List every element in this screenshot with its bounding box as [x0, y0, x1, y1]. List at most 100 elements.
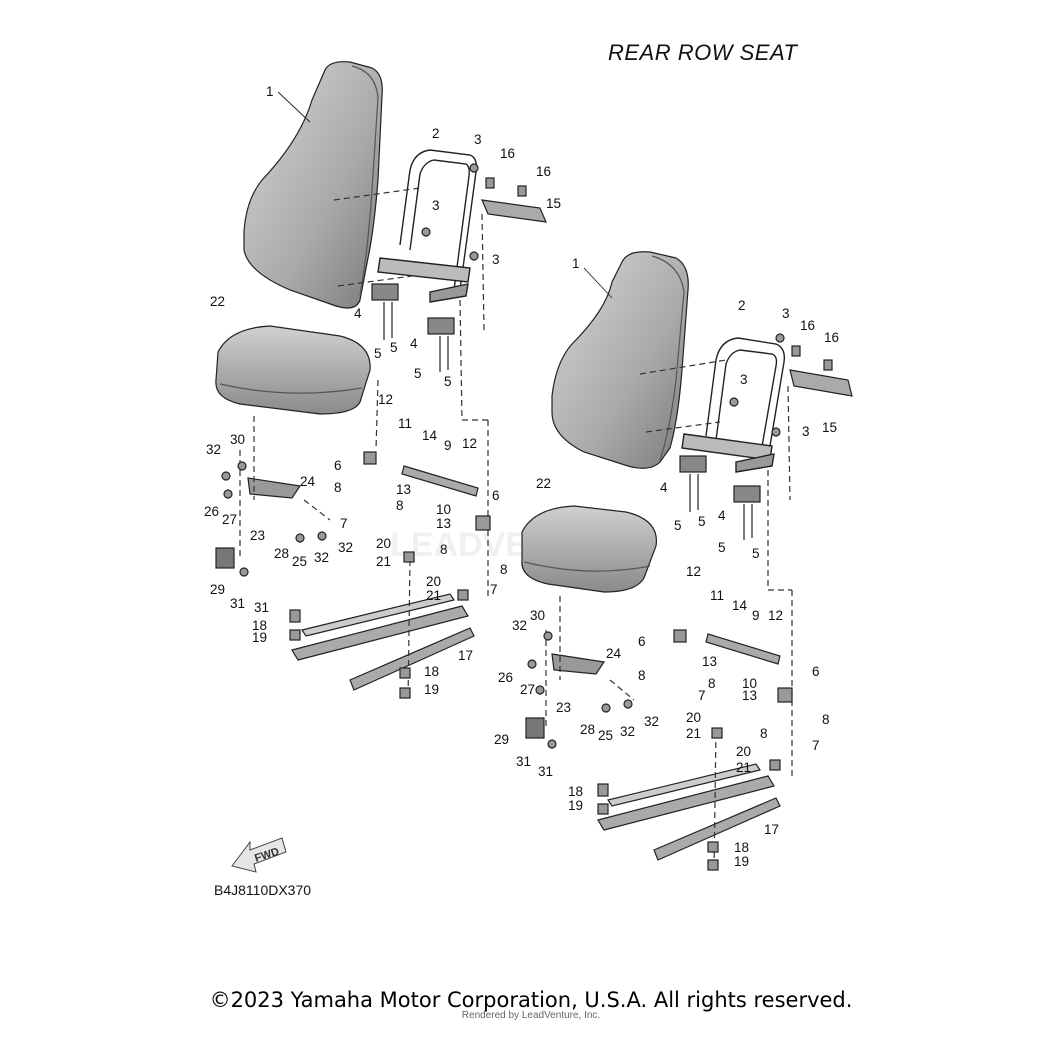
- callout-7: 7: [698, 688, 706, 703]
- callout-10: 10: [742, 676, 757, 691]
- callout-27: 27: [520, 682, 535, 697]
- callout-32: 32: [620, 724, 635, 739]
- callout-18: 18: [252, 618, 267, 633]
- callout-32: 32: [314, 550, 329, 565]
- callout-12: 12: [462, 436, 477, 451]
- callout-8: 8: [334, 480, 342, 495]
- right-assembly: [521, 251, 853, 871]
- callout-7: 7: [490, 582, 498, 597]
- callout-13: 13: [742, 688, 757, 703]
- callout-32: 32: [338, 540, 353, 555]
- callout-20: 20: [736, 744, 751, 759]
- callout-11: 11: [398, 416, 412, 431]
- callout-15: 15: [822, 420, 837, 435]
- left-hardware: [221, 163, 527, 699]
- right-rod-9: [705, 633, 781, 665]
- callout-16: 16: [824, 330, 839, 345]
- callout-18: 18: [568, 784, 583, 799]
- callout-22: 22: [210, 294, 225, 309]
- callout-3: 3: [740, 372, 748, 387]
- callout-31: 31: [516, 754, 531, 769]
- left-bracket-4b: [427, 317, 455, 335]
- callout-18: 18: [424, 664, 439, 679]
- callout-21: 21: [686, 726, 701, 741]
- callout-30: 30: [230, 432, 245, 447]
- callout-25: 25: [598, 728, 613, 743]
- callout-8: 8: [638, 668, 646, 683]
- left-assembly: [215, 61, 547, 701]
- callout-6: 6: [638, 634, 646, 649]
- callout-6: 6: [812, 664, 820, 679]
- callout-19: 19: [734, 854, 749, 869]
- callout-31: 31: [538, 764, 553, 779]
- callout-16: 16: [500, 146, 515, 161]
- callout-25: 25: [292, 554, 307, 569]
- callout-26: 26: [498, 670, 513, 685]
- diagram-title: REAR ROW SEAT: [608, 40, 798, 65]
- callout-16: 16: [800, 318, 815, 333]
- callout-19: 19: [568, 798, 583, 813]
- right-bracket-4b: [733, 485, 761, 503]
- callout-20: 20: [426, 574, 441, 589]
- callout-8: 8: [500, 562, 508, 577]
- callout-10: 10: [436, 502, 451, 517]
- callout-12: 12: [686, 564, 701, 579]
- callout-1: 1: [266, 84, 274, 99]
- callout-31: 31: [230, 596, 245, 611]
- left-dashed-leaders: [239, 187, 489, 701]
- right-plate-24: [551, 653, 606, 675]
- callout-14: 14: [422, 428, 438, 443]
- callout-2: 2: [432, 126, 440, 141]
- callout-21: 21: [376, 554, 391, 569]
- callout-24: 24: [606, 646, 622, 661]
- left-seat-cushion: [215, 325, 371, 415]
- callout-28: 28: [580, 722, 595, 737]
- callout-24: 24: [300, 474, 316, 489]
- callout-22: 22: [536, 476, 551, 491]
- callout-18: 18: [734, 840, 749, 855]
- callout-30: 30: [530, 608, 545, 623]
- callout-5: 5: [718, 540, 726, 555]
- callout-3: 3: [782, 306, 790, 321]
- callout-5: 5: [698, 514, 706, 529]
- callout-13: 13: [436, 516, 451, 531]
- right-seat-frame: [681, 337, 786, 473]
- callout-19: 19: [252, 630, 267, 645]
- rendered-by-notice: Rendered by LeadVenture, Inc.: [461, 1010, 601, 1021]
- callout-5: 5: [752, 546, 760, 561]
- callout-32: 32: [206, 442, 221, 457]
- callout-3: 3: [474, 132, 482, 147]
- callout-7: 7: [340, 516, 348, 531]
- callout-9: 9: [752, 608, 760, 623]
- left-seat-frame: [377, 149, 478, 303]
- left-bracket-15: [481, 199, 547, 223]
- diagram-code: B4J8110DX370: [214, 882, 312, 898]
- callout-5: 5: [414, 366, 422, 381]
- callout-23: 23: [556, 700, 571, 715]
- callout-13: 13: [396, 482, 411, 497]
- callout-21: 21: [426, 588, 441, 603]
- callout-5: 5: [674, 518, 682, 533]
- right-bracket-15: [789, 369, 853, 397]
- callout-8: 8: [396, 498, 404, 513]
- callout-9: 9: [444, 438, 452, 453]
- left-rod-9: [401, 465, 479, 497]
- callout-5: 5: [374, 346, 382, 361]
- callout-8: 8: [708, 676, 716, 691]
- callout-23: 23: [250, 528, 265, 543]
- left-seat-back: [243, 61, 383, 309]
- right-hardware: [527, 333, 833, 871]
- callout-16: 16: [536, 164, 551, 179]
- left-rail-17: [291, 593, 475, 691]
- callout-8: 8: [822, 712, 830, 727]
- left-latch-29: [215, 547, 235, 569]
- callout-5: 5: [444, 374, 452, 389]
- right-seat-cushion: [521, 505, 658, 593]
- callout-6: 6: [492, 488, 500, 503]
- left-callouts: 1 2 3 16 16 15 3 3 22 4 5 5 4 5 5 12 11 …: [204, 84, 561, 697]
- callout-6: 6: [334, 458, 342, 473]
- callout-32: 32: [644, 714, 659, 729]
- callout-21: 21: [736, 760, 751, 775]
- callout-15: 15: [546, 196, 561, 211]
